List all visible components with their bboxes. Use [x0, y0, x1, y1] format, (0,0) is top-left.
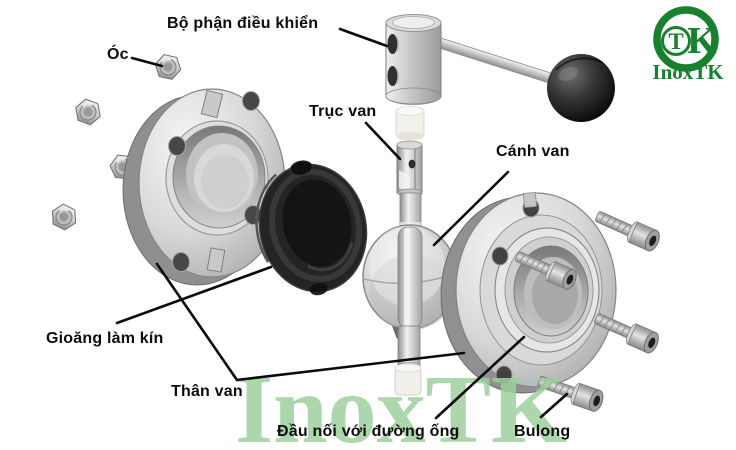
- label-nut: Óc: [107, 46, 129, 63]
- upper-bushing: [395, 106, 425, 141]
- leader-stem: [364, 121, 402, 161]
- brand-logo: T K InoxTK: [652, 6, 724, 84]
- handle-assembly: [385, 14, 615, 122]
- pipe-connector-flange: [440, 191, 617, 394]
- label-valve-disc: Cánh van: [496, 143, 570, 160]
- logo-monogram-k: K: [687, 20, 717, 62]
- leader-lines: [115, 27, 569, 420]
- label-bolt: Bulong: [514, 423, 571, 440]
- ball-knob: [547, 54, 615, 122]
- leader-disc: [432, 170, 510, 247]
- leader-bolt: [539, 392, 569, 419]
- label-sealing-gasket: Gioăng làm kín: [46, 330, 164, 347]
- label-pipe-connector: Đầu nối với đường ống: [277, 423, 460, 440]
- watermark-text: InoxTK: [235, 356, 567, 450]
- label-control-assembly: Bộ phận điều khiển: [167, 15, 319, 32]
- leader-gasket: [115, 265, 273, 325]
- label-valve-body: Thân van: [171, 383, 243, 400]
- leader-pipe-connector: [434, 335, 526, 420]
- valve-body-flange: [122, 88, 286, 286]
- label-valve-stem: Trục van: [309, 103, 377, 120]
- leader-control: [338, 27, 389, 48]
- gasket-ring: [255, 160, 368, 296]
- logo-name: InoxTK: [652, 60, 724, 84]
- leader-body: [155, 262, 466, 382]
- logo-monogram-t: T: [668, 29, 683, 54]
- leader-nut: [130, 56, 164, 68]
